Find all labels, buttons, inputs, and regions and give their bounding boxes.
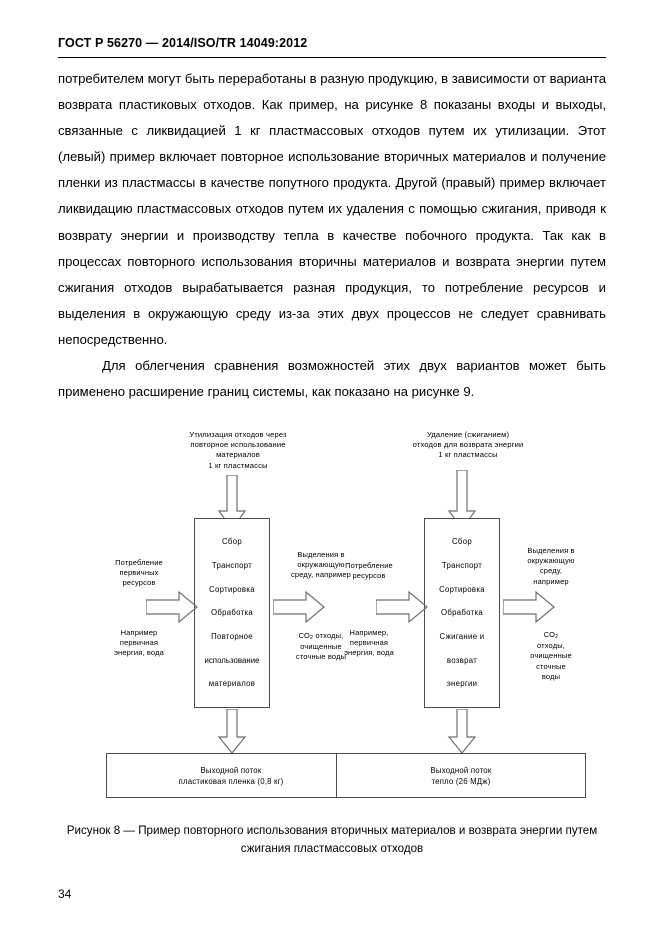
left-process-step: Повторное <box>211 631 253 641</box>
left-process-step: Обработка <box>210 608 254 618</box>
right-process-box: Сбор Транспорт Сортировка Обработка Сжиг… <box>424 518 500 708</box>
page-number: 34 <box>58 887 72 901</box>
right-process-step: энергии <box>446 679 478 689</box>
left-output-right-arrow-icon <box>273 590 325 624</box>
right-process-step: Транспорт <box>441 560 483 570</box>
right-input-right-arrow-icon <box>376 590 428 624</box>
right-output-box-line: тепло (26 МДж) <box>431 776 491 786</box>
figure-right-scenario: Удаление (сжиганием)отходов для возврата… <box>318 428 618 810</box>
left-process-step: использование <box>204 655 260 665</box>
left-output-box-line: пластиковая пленка (0,8 кг) <box>178 776 284 786</box>
left-output-box: Выходной поток пластиковая пленка (0,8 к… <box>106 753 356 798</box>
figure-caption: Рисунок 8 — Пример повторного использова… <box>66 824 598 855</box>
paragraph-continuation: потребителем могут быть переработаны в р… <box>58 71 606 347</box>
right-top-input-label: Удаление (сжиганием)отходов для возврата… <box>412 430 524 460</box>
left-output-box-line: Выходной поток <box>200 765 262 775</box>
right-process-step: Обработка <box>440 608 484 618</box>
right-process-step: Сортировка <box>439 584 485 594</box>
right-output-co2-subscript: 2 <box>555 634 559 641</box>
left-process-box: Сбор Транспорт Сортировка Обработка Повт… <box>194 518 270 708</box>
right-output-box: Выходной поток тепло (26 МДж) <box>336 753 586 798</box>
paragraph-system-boundary: Для облегчения сравнения возможностей эт… <box>58 358 606 400</box>
right-output-co2-prefix: СО <box>543 630 556 639</box>
left-process-step: материалов <box>208 679 256 689</box>
right-process-step: Сбор <box>452 537 472 547</box>
left-input-right-arrow-icon <box>146 590 198 624</box>
right-output-right-arrow-icon <box>503 590 555 624</box>
right-bottom-down-arrow-icon <box>447 709 477 755</box>
left-output-co2-prefix: СО <box>298 631 310 640</box>
body-text-block: потребителем могут быть переработаны в р… <box>58 66 606 405</box>
left-process-step: Транспорт <box>211 560 253 570</box>
left-process-step: Сортировка <box>209 584 255 594</box>
right-process-step: Сжигание и <box>439 631 485 641</box>
right-output-box-line: Выходной поток <box>430 765 492 775</box>
left-bottom-down-arrow-icon <box>217 709 247 755</box>
header-divider-rule <box>58 57 606 58</box>
right-process-step: возврат <box>446 655 478 665</box>
left-process-step: Сбор <box>222 537 242 547</box>
left-output-co2-subscript: 2 <box>309 635 314 642</box>
document-header-standard-number: ГОСТ Р 56270 — 2014/ISO/TR 14049:2012 <box>58 36 308 50</box>
